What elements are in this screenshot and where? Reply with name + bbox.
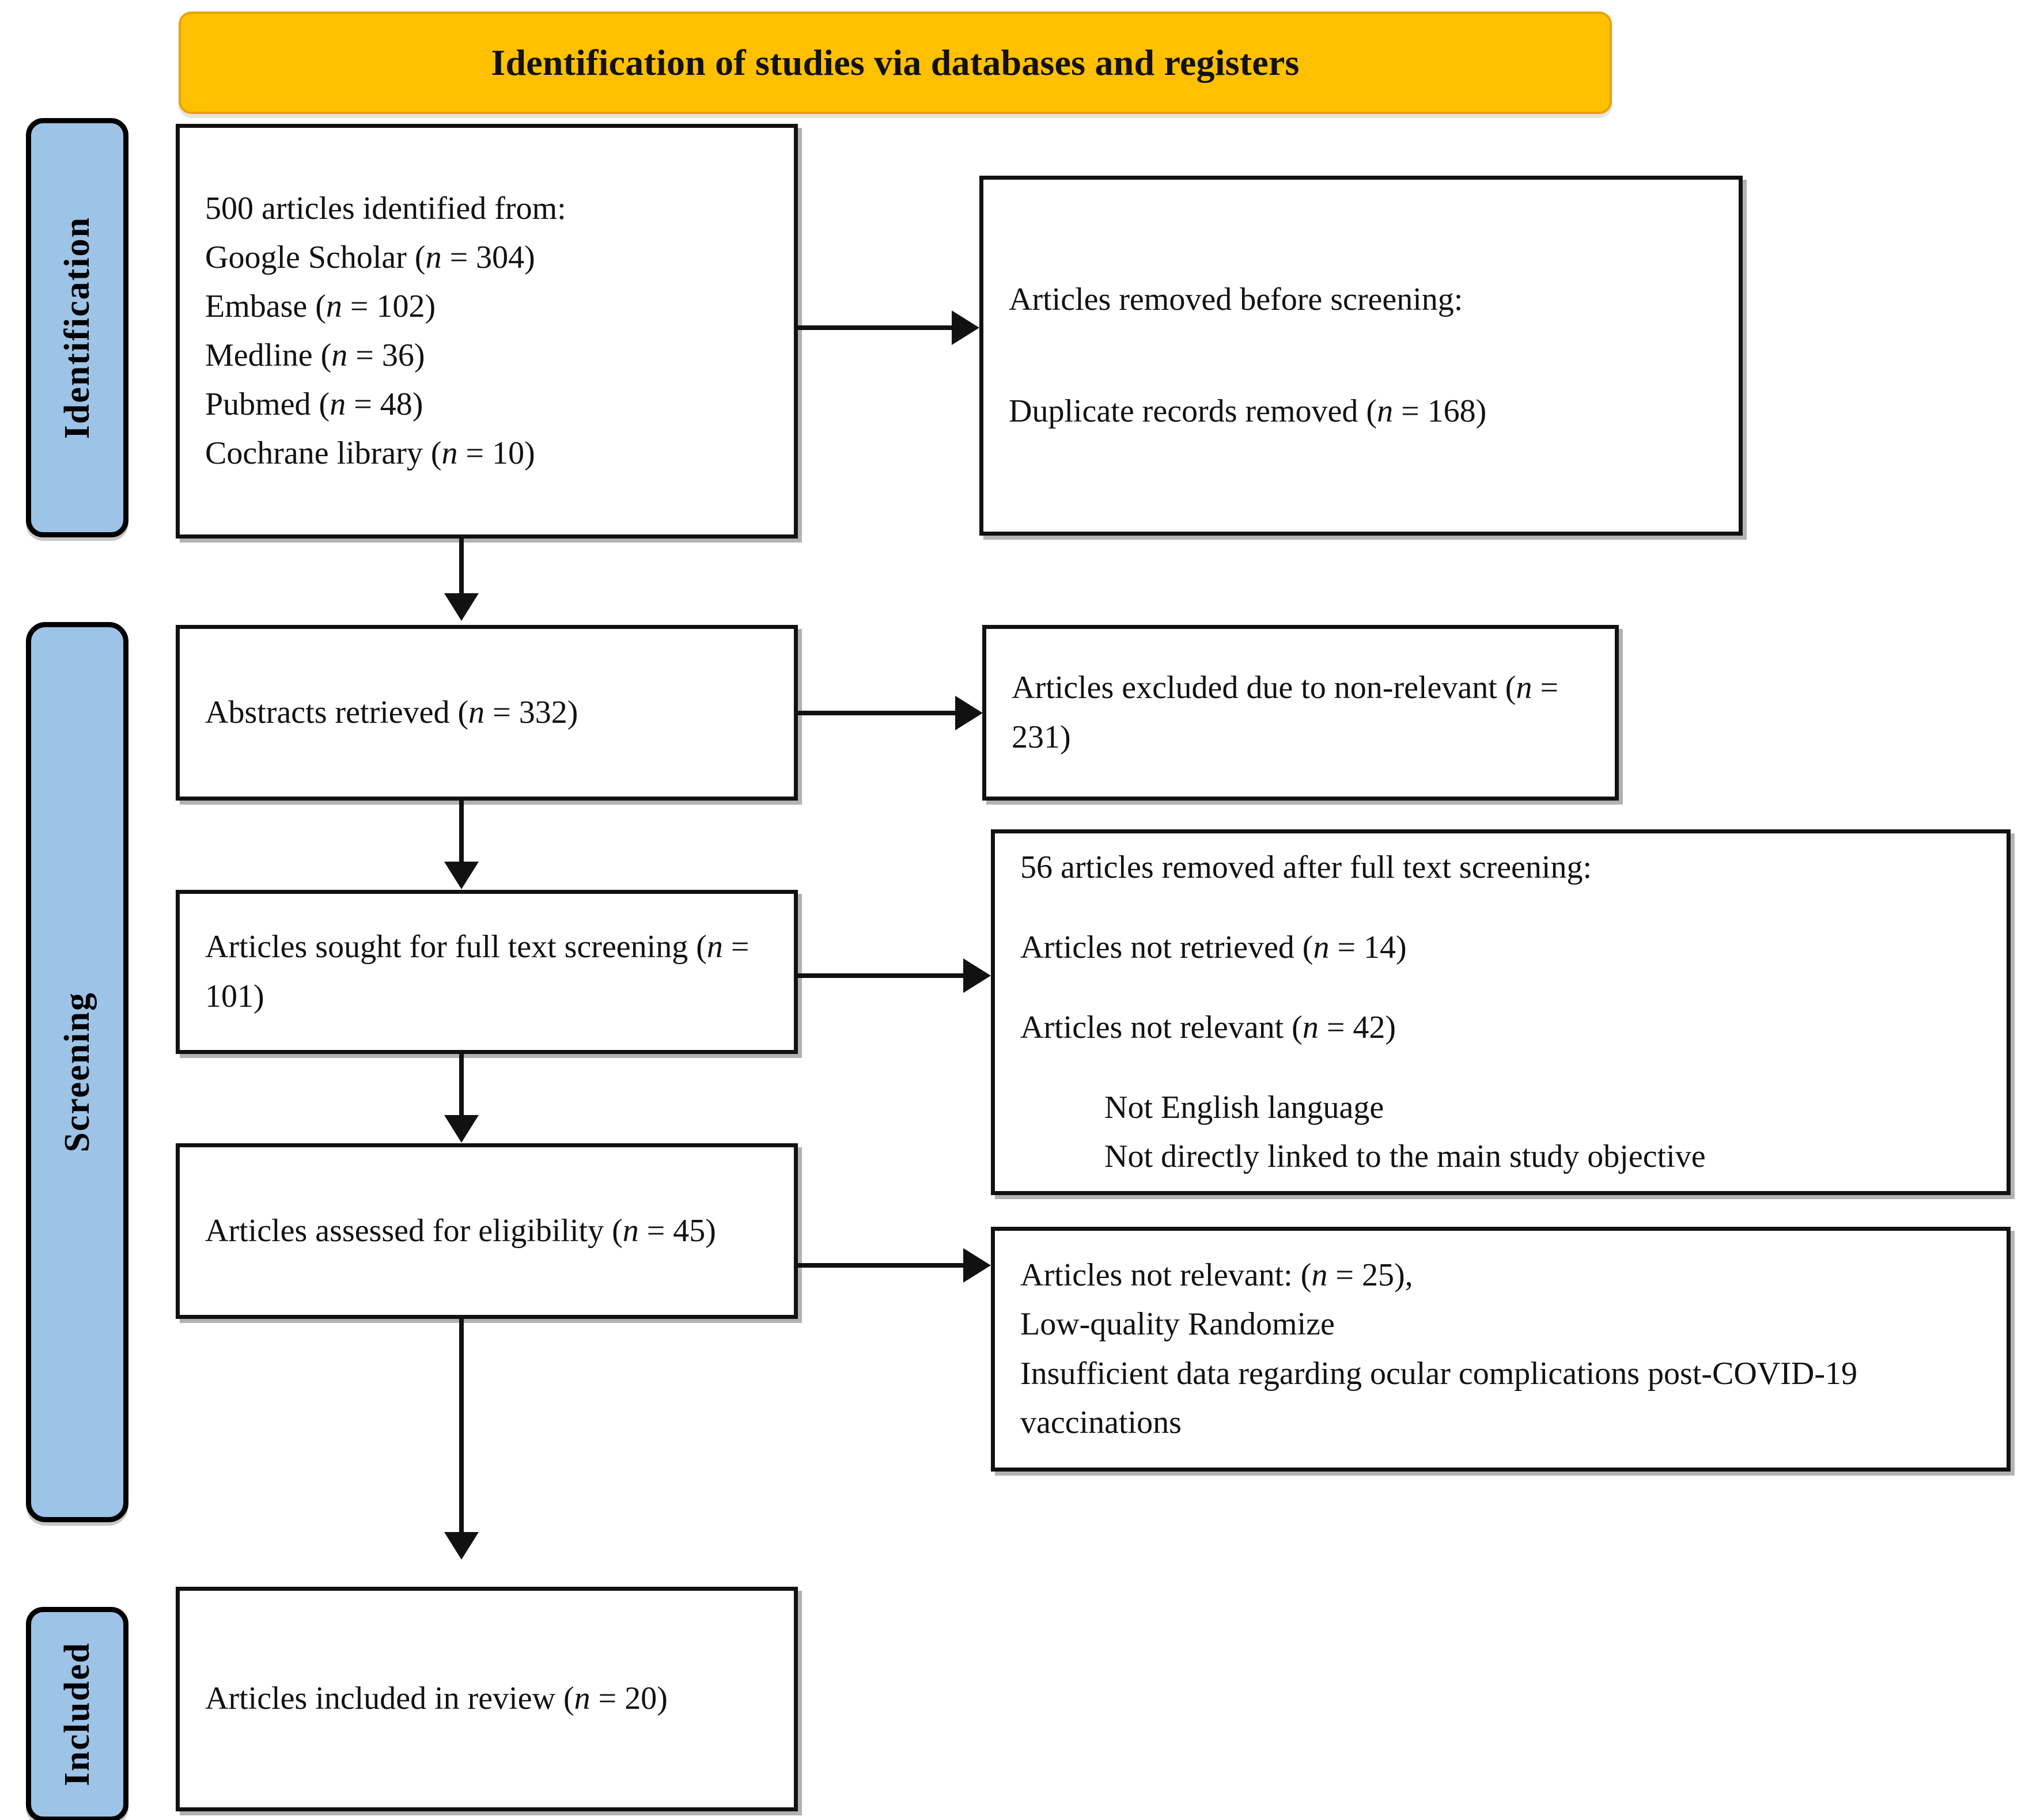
removed-after-full-text-line2: Articles not relevant (n = 42) xyxy=(1020,1009,1396,1045)
diagram-title-banner: Identification of studies via databases … xyxy=(179,12,1612,114)
connector-sources-to-removed xyxy=(798,325,955,330)
arrowhead-sources-to-abstracts xyxy=(444,593,479,621)
arrowhead-abstracts-to-fulltext xyxy=(444,862,479,889)
diagram-title: Identification of studies via databases … xyxy=(491,41,1300,83)
arrowhead-fulltext-to-eligibility xyxy=(444,1115,479,1143)
box-records-identified: 500 articles identified from: Google Sch… xyxy=(176,124,798,539)
not-relevant-line2: Low-quality Randomize xyxy=(1020,1306,1335,1343)
stage-label-identification: Identification xyxy=(26,118,128,537)
spacer xyxy=(983,356,1739,387)
connector-sources-to-abstracts xyxy=(459,539,464,596)
removed-after-full-text-line1: Articles not retrieved (n = 14) xyxy=(1020,929,1407,965)
removed-before-screening-detail: Duplicate records removed (n = 168) xyxy=(1009,393,1487,429)
stage-label-included: Included xyxy=(26,1607,128,1820)
connector-fulltext-to-eligibility xyxy=(459,1054,464,1117)
box-abstracts-retrieved-text: Abstracts retrieved (n = 332) xyxy=(205,694,578,730)
box-records-identified-text: 500 articles identified from: Google Sch… xyxy=(205,190,566,472)
stage-label-screening-text: Screening xyxy=(57,992,97,1152)
arrowhead-abstracts-to-excluded xyxy=(955,696,983,730)
spacer xyxy=(983,325,1739,356)
box-abstracts-retrieved: Abstracts retrieved (n = 332) xyxy=(176,625,798,801)
not-relevant-line1: Articles not relevant: (n = 25), xyxy=(1020,1257,1413,1294)
stage-label-included-text: Included xyxy=(57,1642,97,1787)
arrowhead-eligibility-to-included xyxy=(444,1532,479,1560)
box-excluded-non-relevant-text: Articles excluded due to non-relevant (n… xyxy=(1012,670,1567,755)
connector-abstracts-to-fulltext xyxy=(459,801,464,864)
arrowhead-eligibility-to-notrelevant xyxy=(963,1248,991,1283)
removed-after-full-text-sub2: Not directly linked to the main study ob… xyxy=(1104,1139,1706,1175)
spacer xyxy=(995,1052,2007,1083)
stage-label-screening: Screening xyxy=(26,622,128,1522)
box-not-relevant-eligibility: Articles not relevant: (n = 25), Low-qua… xyxy=(991,1227,2011,1472)
removed-after-full-text-title: 56 articles removed after full text scre… xyxy=(1020,849,1592,885)
connector-abstracts-to-excluded xyxy=(798,711,959,715)
arrowhead-fulltext-to-removed56 xyxy=(963,958,991,993)
box-included-in-review-text: Articles included in review (n = 20) xyxy=(205,1681,668,1717)
removed-after-full-text-sub1: Not English language xyxy=(1104,1090,1384,1126)
spacer xyxy=(995,892,2007,923)
spacer xyxy=(995,972,2007,1003)
box-assessed-eligibility: Articles assessed for eligibility (n = 4… xyxy=(176,1143,798,1319)
arrowhead-sources-to-removed xyxy=(952,310,979,345)
box-sought-full-text: Articles sought for full text screening … xyxy=(176,890,798,1054)
box-removed-before-screening: Articles removed before screening: Dupli… xyxy=(979,176,1743,536)
box-removed-after-full-text: 56 articles removed after full text scre… xyxy=(991,829,2011,1195)
box-excluded-non-relevant: Articles excluded due to non-relevant (n… xyxy=(982,625,1619,801)
box-assessed-eligibility-text: Articles assessed for eligibility (n = 4… xyxy=(205,1212,716,1249)
stage-label-identification-text: Identification xyxy=(57,216,97,439)
removed-before-screening-title: Articles removed before screening: xyxy=(1009,282,1463,318)
connector-fulltext-to-removed56 xyxy=(798,973,966,978)
box-included-in-review: Articles included in review (n = 20) xyxy=(176,1587,798,1811)
box-sought-full-text-text: Articles sought for full text screening … xyxy=(205,929,758,1014)
not-relevant-line3: Insufficient data regarding ocular compl… xyxy=(1020,1355,1865,1440)
connector-eligibility-to-notrelevant xyxy=(798,1263,966,1268)
connector-eligibility-to-included xyxy=(459,1319,464,1535)
